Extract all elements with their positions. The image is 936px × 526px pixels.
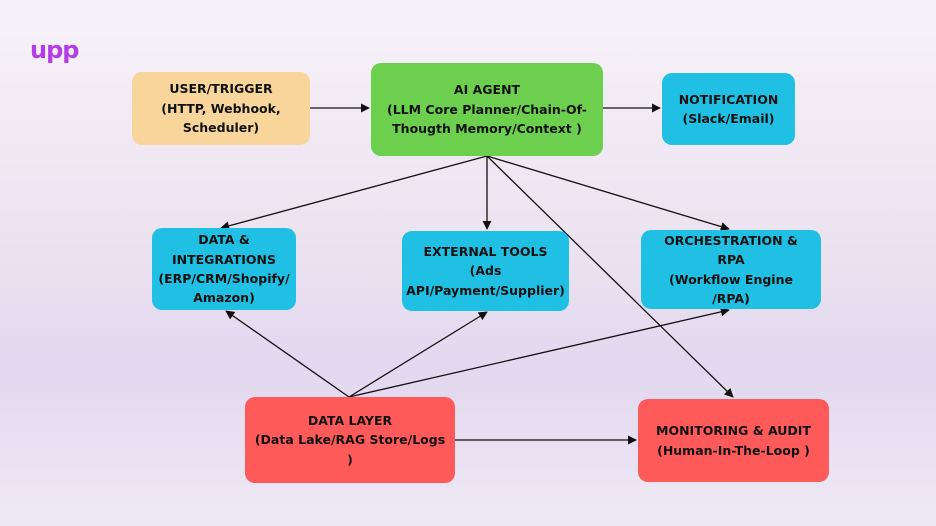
node-notification: NOTIFICATION (Slack/Email) [662,73,795,145]
edge-agent-to-orchestration [486,155,730,231]
node-title: MONITORING & AUDIT [656,423,811,439]
edge-datalayer-to-external-tools [348,311,488,398]
node-detail: (LLM Core Planner/Chain-Of- [387,101,587,117]
node-monitoring-audit: MONITORING & AUDIT (Human-In-The-Loop ) [638,399,829,482]
node-detail: (Human-In-The-Loop ) [657,442,810,458]
node-external-tools: EXTERNAL TOOLS (Ads API/Payment/Supplier… [402,231,569,311]
node-ai-agent: AI AGENT (LLM Core Planner/Chain-Of- Tho… [371,63,603,156]
node-detail: (Workflow Engine /RPA) [669,271,793,306]
upp-logo: upp [30,36,79,64]
edge-agent-to-monitoring [486,155,734,398]
node-orchestration-rpa: ORCHESTRATION & RPA (Workflow Engine /RP… [641,230,821,309]
node-detail: Thougth Memory/Context ) [392,121,582,137]
node-detail: API/Payment/Supplier) [406,282,565,298]
node-user-trigger: USER/TRIGGER (HTTP, Webhook, Scheduler) [132,72,310,145]
edge-datalayer-to-data-integrations [225,310,350,398]
node-title: DATA LAYER [307,412,393,428]
node-detail: (Ads [469,263,502,279]
node-detail: Scheduler) [182,120,260,136]
node-title: EXTERNAL TOOLS [423,243,548,259]
node-detail: (HTTP, Webhook, [161,100,281,116]
edge-agent-to-data-integrations [220,155,488,231]
edge-datalayer-to-orchestration [348,307,730,398]
node-data-integrations: DATA & INTEGRATIONS (ERP/CRM/Shopify/ Am… [152,228,296,310]
node-title: ORCHESTRATION & RPA [664,232,798,268]
node-detail: (Slack/Email) [682,111,775,126]
node-title: NOTIFICATION [678,91,779,107]
node-title: USER/TRIGGER [169,81,273,97]
node-data-layer: DATA LAYER (Data Lake/RAG Store/Logs ) [245,397,455,483]
node-detail: (ERP/CRM/Shopify/ [158,271,290,286]
node-title: INTEGRATIONS [171,251,277,267]
node-title: AI AGENT [453,82,521,98]
node-title: DATA & [198,232,250,248]
node-detail: Amazon) [193,290,255,306]
node-detail: (Data Lake/RAG Store/Logs ) [254,432,446,467]
